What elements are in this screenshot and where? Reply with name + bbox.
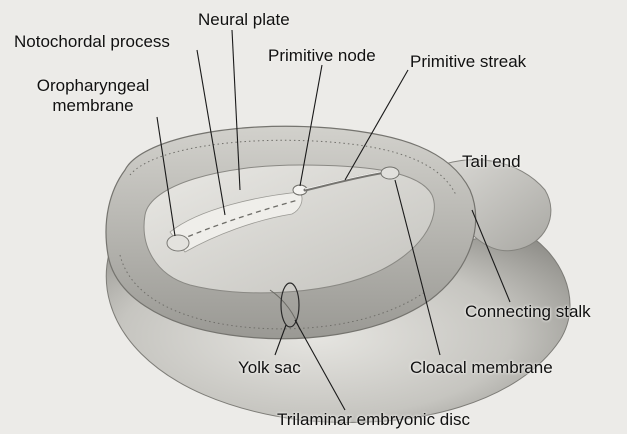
label-oropharyngeal-membrane: Oropharyngeal membrane — [18, 76, 168, 115]
label-tail-end: Tail end — [462, 152, 521, 172]
label-oropharyngeal-line1: Oropharyngeal — [18, 76, 168, 96]
cloacal-membrane-shape — [381, 167, 399, 179]
label-trilaminar-embryonic-disc: Trilaminar embryonic disc — [277, 410, 470, 430]
label-cloacal-membrane: Cloacal membrane — [410, 358, 553, 378]
label-connecting-stalk: Connecting stalk — [465, 302, 591, 322]
label-oropharyngeal-line2: membrane — [18, 96, 168, 116]
label-primitive-streak: Primitive streak — [410, 52, 526, 72]
label-yolk-sac: Yolk sac — [238, 358, 301, 378]
label-primitive-node: Primitive node — [268, 46, 376, 66]
oropharyngeal-membrane-shape — [167, 235, 189, 251]
label-neural-plate: Neural plate — [198, 10, 290, 30]
label-notochordal-process: Notochordal process — [14, 32, 170, 52]
